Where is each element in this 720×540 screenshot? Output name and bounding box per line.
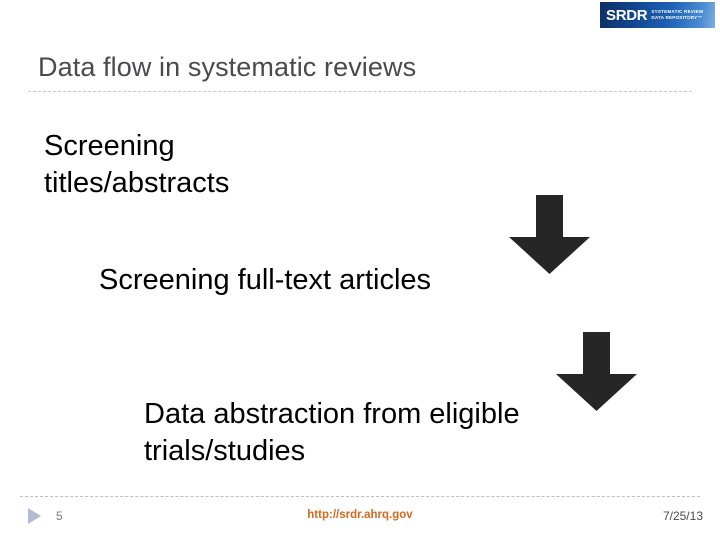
- title-divider: [28, 91, 692, 92]
- srdr-logo-tagline: SYSTEMATIC REVIEW DATA REPOSITORY™: [651, 9, 703, 20]
- srdr-logo: SRDR SYSTEMATIC REVIEW DATA REPOSITORY™: [600, 2, 715, 28]
- srdr-logo-wordmark: SRDR: [606, 6, 648, 24]
- srdr-logo-tagline-line1: SYSTEMATIC REVIEW: [651, 9, 704, 15]
- footer-divider: [20, 496, 700, 497]
- page-number: 5: [56, 509, 63, 523]
- srdr-logo-tagline-line2: DATA REPOSITORY™: [651, 15, 703, 20]
- footer-url-link[interactable]: http://srdr.ahrq.gov: [307, 509, 413, 521]
- play-triangle-icon: [28, 508, 41, 524]
- flow-step-3-label: Data abstraction from eligible trials/st…: [144, 398, 520, 467]
- footer-date: 7/25/13: [662, 509, 703, 523]
- page-title: Data flow in systematic reviews: [38, 52, 417, 82]
- flow-step-2-label: Screening full-text articles: [99, 264, 432, 296]
- flow-step-1-label: Screening titles/abstracts: [44, 130, 230, 199]
- down-arrow-icon: [556, 332, 637, 411]
- down-arrow-icon: [509, 195, 590, 274]
